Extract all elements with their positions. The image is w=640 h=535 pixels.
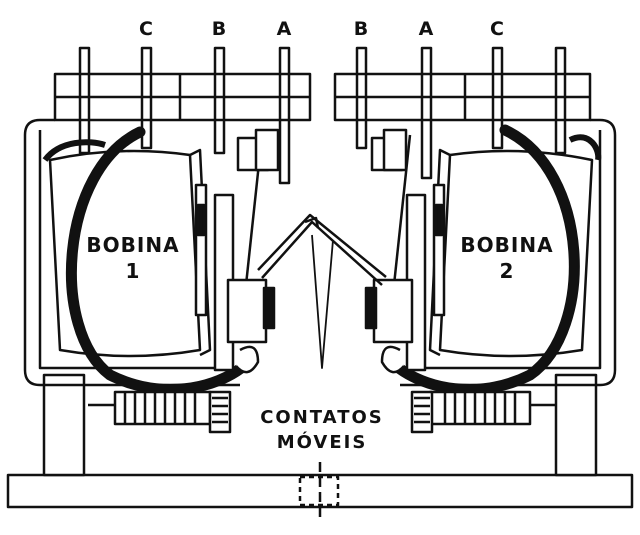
left-armature xyxy=(213,128,280,374)
left-label-b: B xyxy=(212,18,226,40)
base-plate xyxy=(6,373,634,520)
left-insulator-block xyxy=(53,72,312,122)
coil-1-number: 1 xyxy=(126,259,141,283)
right-relay xyxy=(333,46,617,434)
contacts-label-line1: CONTATOS xyxy=(260,407,384,428)
left-coil-wire xyxy=(65,126,251,395)
coil-2-label: BOBINA xyxy=(460,233,553,257)
left-spring xyxy=(88,390,232,434)
coil-1-label: BOBINA xyxy=(86,233,179,257)
right-coil-wire xyxy=(389,124,580,395)
left-label-a: A xyxy=(277,18,292,40)
coil-2-number: 2 xyxy=(500,259,515,283)
contacts-label-line2: MÓVEIS xyxy=(277,431,368,453)
right-frame xyxy=(400,118,617,387)
left-label-c: C xyxy=(139,18,153,40)
right-armature xyxy=(364,128,427,374)
right-label-b: B xyxy=(354,18,368,40)
right-insulator-block xyxy=(333,72,592,122)
right-spring xyxy=(410,390,556,434)
left-frame xyxy=(23,118,240,387)
top-labels: C B A B A C xyxy=(139,18,504,40)
right-label-c: C xyxy=(490,18,504,40)
coil-2 xyxy=(428,148,594,358)
right-label-a: A xyxy=(419,18,434,40)
left-relay xyxy=(23,46,312,434)
moving-contacts xyxy=(257,213,387,369)
